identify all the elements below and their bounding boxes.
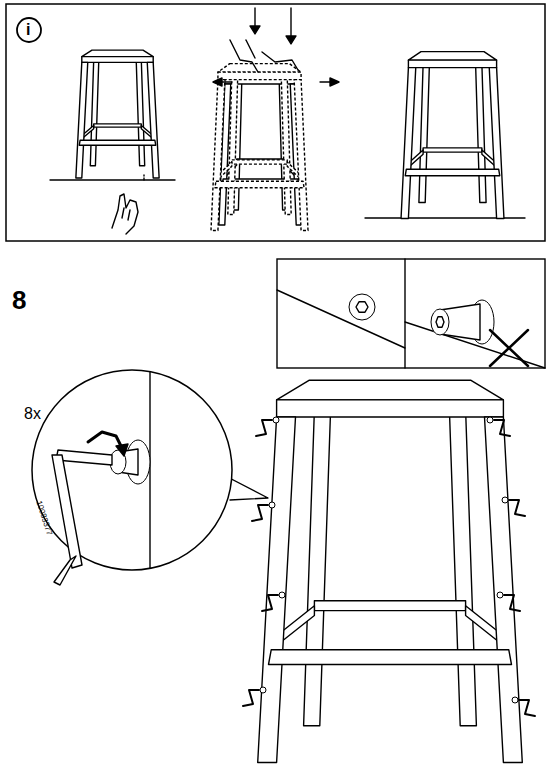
quantity: 8x (24, 406, 41, 422)
front-leg (489, 68, 504, 219)
bar-stool (211, 64, 308, 231)
back-leg (281, 76, 291, 214)
info-frame (6, 4, 545, 241)
allen-key (509, 500, 525, 516)
back-leg (419, 64, 430, 202)
back-leg (449, 410, 476, 726)
seat-top (277, 380, 504, 400)
seat-front (82, 57, 153, 63)
gap-mark (143, 175, 144, 180)
callout-circle (32, 370, 232, 570)
hand (112, 194, 138, 234)
info-symbol: i (26, 22, 30, 38)
bolt (497, 592, 503, 598)
bar-stool (219, 69, 302, 225)
front-leg (76, 62, 88, 178)
hand (230, 40, 258, 72)
hand (262, 52, 298, 70)
detail-callout (32, 370, 232, 585)
hand (128, 210, 130, 220)
seat-top (82, 50, 153, 57)
bolt (487, 417, 493, 423)
hand-icon (112, 194, 138, 234)
bolt (273, 417, 279, 423)
bar-stool (76, 50, 159, 178)
rung (94, 124, 142, 127)
rung (79, 140, 156, 145)
seat-front (277, 400, 504, 417)
back-leg (476, 64, 487, 202)
hex-socket (356, 302, 368, 312)
leg-edge (277, 290, 405, 348)
arrow-head (330, 78, 339, 86)
rung (269, 650, 512, 665)
rung (314, 601, 465, 611)
allen-key (252, 505, 268, 521)
rung (232, 160, 287, 164)
front-leg (211, 80, 225, 231)
seat-front (408, 60, 496, 67)
arrow-head (116, 444, 128, 456)
step-number: 8 (12, 287, 26, 313)
seat-front (218, 72, 301, 79)
allen-key (262, 595, 278, 611)
bolt (260, 687, 266, 693)
rung (423, 148, 482, 152)
hand (246, 40, 255, 58)
cross-mark (490, 330, 528, 366)
back-leg (136, 60, 145, 166)
allen-key (256, 420, 272, 436)
front-leg (258, 417, 296, 762)
hex-socket (436, 317, 444, 327)
bolt (512, 697, 518, 703)
back-leg (228, 76, 238, 214)
info-icon (17, 18, 41, 42)
front-leg (147, 62, 159, 178)
rung (405, 169, 500, 175)
hands (213, 8, 339, 86)
arrow-head (286, 36, 296, 44)
bolt-head (349, 294, 375, 320)
arrow-head (213, 78, 222, 86)
allen-key (243, 690, 259, 706)
bolt (269, 502, 275, 508)
seat-top (408, 52, 496, 61)
main-stool (214, 380, 535, 762)
back-leg (304, 410, 331, 726)
allen-key-shaft (52, 455, 82, 568)
allen-key (519, 700, 535, 716)
arrow-head (250, 26, 260, 34)
bolt-inset (277, 259, 545, 368)
allen-key (494, 420, 510, 436)
inset-frame (277, 259, 545, 368)
bar-stool (401, 52, 504, 219)
bolt (279, 592, 285, 598)
front-leg (294, 80, 308, 231)
rung (215, 181, 304, 187)
allen-key-end (54, 556, 76, 585)
cross-mark (490, 330, 528, 366)
divider (404, 259, 405, 368)
allen-key (504, 595, 520, 611)
seat-top (218, 64, 301, 73)
bolt (502, 497, 508, 503)
allen-key-arm (56, 450, 112, 465)
floor-line (50, 179, 175, 180)
arrow-shaft (254, 8, 255, 28)
front-leg (485, 417, 523, 762)
bar-stool (258, 380, 523, 762)
front-leg (401, 68, 416, 219)
bolt-head (431, 309, 449, 335)
back-leg (90, 60, 99, 166)
hand (122, 208, 124, 218)
arrow-shaft (290, 8, 291, 38)
